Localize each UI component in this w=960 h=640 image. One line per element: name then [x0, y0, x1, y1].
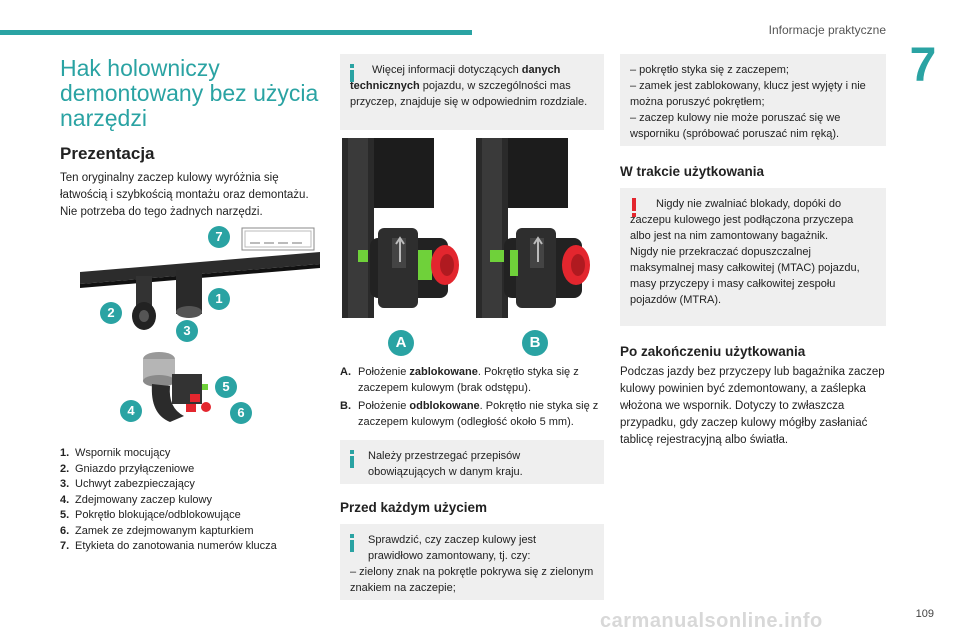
page-title: Hak holowniczy demontowany bez użycia na… [60, 55, 319, 131]
info-box-regulations: Należy przestrzegać przepisów obowiązują… [340, 440, 604, 484]
check-item: – pokrętło styka się z zaczepem; [630, 64, 789, 76]
info-icon [350, 450, 354, 468]
header-accent-bar [0, 30, 472, 35]
checklist-box: – pokrętło styka się z zaczepem; – zamek… [620, 54, 886, 146]
knob-photos-drawing [342, 138, 590, 318]
callout-badge-1: 1 [208, 288, 230, 310]
info-box-check: Sprawdzić, czy zaczep kulowy jest prawid… [340, 524, 604, 600]
after-use-heading: Po zakończeniu użytkowania [620, 344, 806, 359]
legend-item: 4.Zdejmowany zaczep kulowy [60, 493, 212, 506]
knob-position-photos: A B [340, 138, 604, 356]
warning-box: Nigdy nie zwalniać blokady, dopóki do za… [620, 188, 886, 326]
component-legend: 1.Wspornik mocujący 2.Gniazdo przyłączen… [60, 446, 330, 555]
check-item: – zamek jest zablokowany, klucz jest wyj… [630, 80, 866, 108]
legend-item: 5.Pokrętło blokujące/odblokowujące [60, 509, 241, 521]
page-number: 109 [915, 608, 934, 620]
legend-item: 3.Uchwyt zabezpieczający [60, 478, 195, 490]
legend-item: 2.Gniazdo przyłączeniowe [60, 462, 195, 475]
callout-badge-5: 5 [215, 376, 237, 398]
knob-position-descriptions: A.Położenie zablokowane. Pokrętło styka … [340, 364, 604, 432]
legend-item: 1.Wspornik mocujący [60, 447, 171, 459]
info-box-technical-data: Więcej informacji dotyczących danych tec… [340, 54, 604, 130]
callout-badge-6: 6 [230, 402, 252, 424]
callout-badge-4: 4 [120, 400, 142, 422]
warning-icon [632, 198, 636, 218]
info-icon [350, 534, 354, 552]
info-icon [350, 64, 354, 82]
towbar-drawing [80, 227, 320, 422]
label-b-badge: B [522, 330, 548, 356]
legend-item: 6.Zamek ze zdejmowanym kapturkiem [60, 524, 254, 537]
label-a-badge: A [388, 330, 414, 356]
callout-badge-7: 7 [208, 226, 230, 248]
towbar-illustration: 7 1 2 3 4 5 6 [80, 224, 325, 434]
legend-item: 7.Etykieta do zanotowania numerów klucza [60, 540, 277, 552]
desc-row-a: A.Położenie zablokowane. Pokrętło styka … [340, 366, 579, 394]
desc-row-b: B.Położenie odblokowane. Pokrętło nie st… [340, 400, 599, 428]
check-item: – zaczep kulowy nie może poruszać się we… [630, 112, 841, 140]
presentation-text: Ten oryginalny zaczep kulowy wyróżnia si… [60, 172, 309, 218]
during-use-heading: W trakcie użytkowania [620, 164, 765, 179]
callout-badge-3: 3 [176, 320, 198, 342]
after-use-text: Podczas jazdy bez przyczepy lub bagażnik… [620, 366, 885, 446]
header-title: Informacje praktyczne [768, 23, 886, 37]
chapter-number: 7 [909, 39, 937, 92]
callout-badge-2: 2 [100, 302, 122, 324]
presentation-heading: Prezentacja [60, 144, 155, 163]
watermark: carmanualsonline.info [600, 610, 823, 632]
before-use-heading: Przed każdym użyciem [340, 500, 488, 515]
